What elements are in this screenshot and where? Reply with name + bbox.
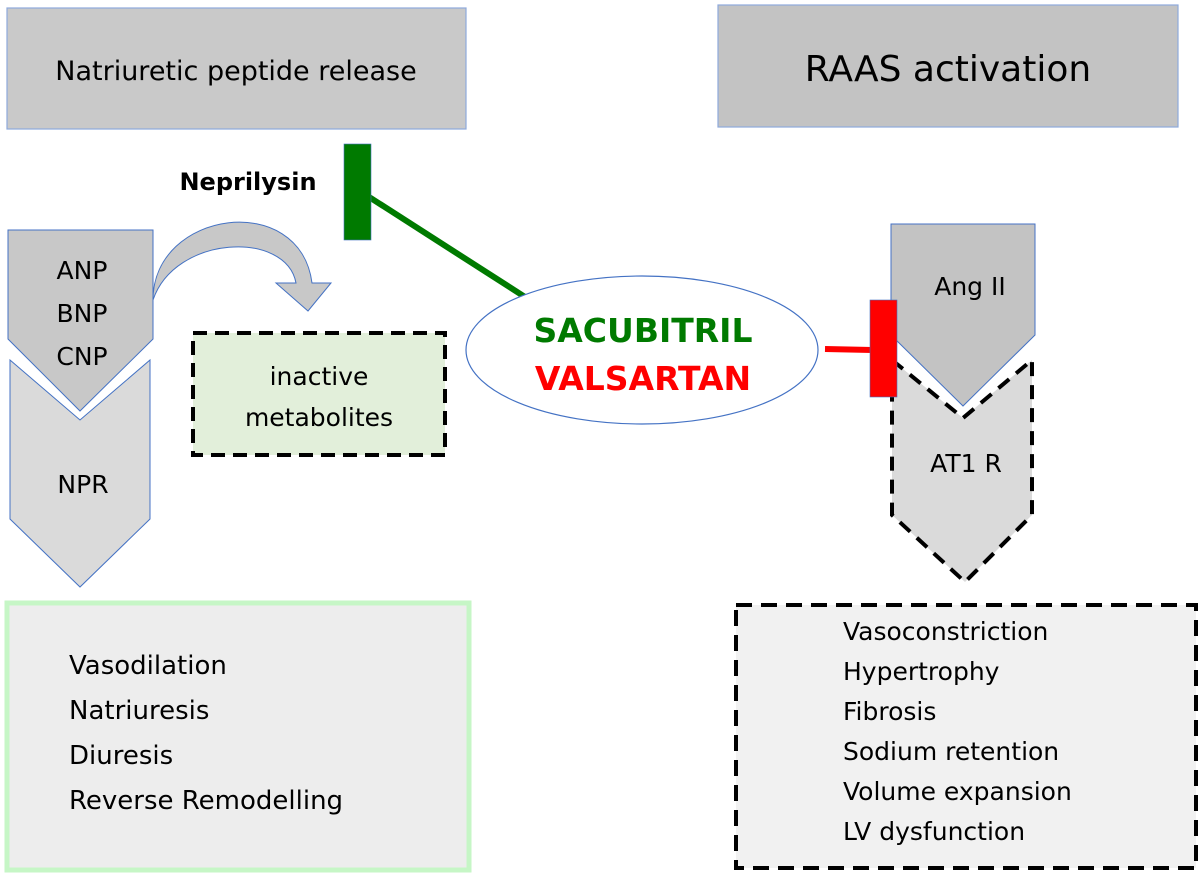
peptides-chevron: ANP BNP CNP	[7, 229, 154, 412]
metabolites-line-1: inactive	[270, 362, 369, 391]
effect-diuresis: Diuresis	[69, 741, 173, 771]
at1r-label: AT1 R	[930, 449, 1002, 478]
sacubitril-valsartan-ellipse: SACUBITRIL VALSARTAN	[465, 275, 819, 425]
valsartan-inhibition-icon	[824, 299, 898, 398]
peptide-anp: ANP	[57, 256, 108, 285]
npr-chevron: NPR	[9, 358, 151, 588]
natriuretic-peptide-release-box: Natriuretic peptide release	[6, 7, 467, 130]
peptide-cnp: CNP	[56, 342, 107, 371]
effect-volume-expansion: Volume expansion	[843, 777, 1072, 806]
natriuretic-effects-box: Vasodilation Natriuresis Diuresis Revers…	[4, 600, 472, 873]
effect-vasodilation: Vasodilation	[69, 651, 227, 681]
metabolites-line-2: metabolites	[245, 403, 393, 432]
npr-label: NPR	[57, 470, 108, 499]
effect-fibrosis: Fibrosis	[843, 697, 936, 726]
effect-natriuresis: Natriuresis	[69, 696, 209, 726]
at1r-chevron: AT1 R	[890, 355, 1034, 585]
peptide-bnp: BNP	[57, 299, 108, 328]
raas-effects-box: Vasoconstriction Hypertrophy Fibrosis So…	[734, 603, 1198, 870]
effect-sodium-retention: Sodium retention	[843, 737, 1059, 766]
inactive-metabolites-box: inactive metabolites	[191, 331, 447, 457]
effect-reverse-remodelling: Reverse Remodelling	[69, 786, 343, 816]
effect-vasoconstriction: Vasoconstriction	[843, 617, 1048, 646]
degradation-curved-arrow-icon	[152, 221, 333, 312]
ang-ii-label: Ang II	[934, 272, 1006, 301]
sacubitril-label: SACUBITRIL	[534, 311, 753, 350]
effect-hypertrophy: Hypertrophy	[843, 657, 1000, 686]
natriuretic-header-text: Natriuretic peptide release	[55, 56, 416, 87]
raas-activation-box: RAAS activation	[717, 4, 1179, 128]
effect-lv-dysfunction: LV dysfunction	[843, 817, 1025, 846]
valsartan-label: VALSARTAN	[535, 359, 751, 398]
sacubitril-inhibition-icon	[343, 143, 527, 300]
neprilysin-label: Neprilysin	[179, 168, 316, 196]
raas-header-text: RAAS activation	[805, 49, 1091, 90]
